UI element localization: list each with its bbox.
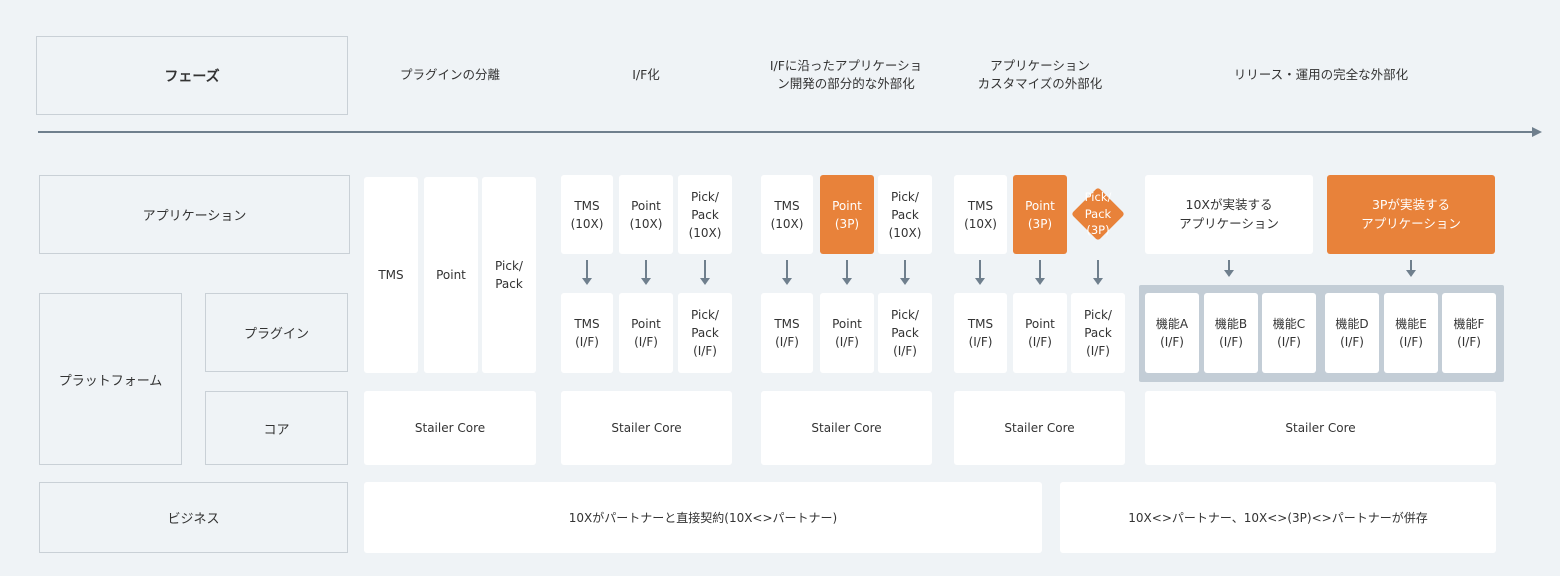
phase1-card-pickpack: Pick/ Pack xyxy=(482,177,536,373)
diamond-label: Pick/ Pack (3P) xyxy=(1084,189,1112,238)
phase5-plugin-e: 機能E (I/F) xyxy=(1384,293,1438,373)
phase3-app-tms: TMS (10X) xyxy=(761,175,813,254)
phase3-plugin-pickpack: Pick/ Pack (I/F) xyxy=(878,293,932,373)
row-label-platform: プラットフォーム xyxy=(39,293,182,465)
phase2-plugin-point: Point (I/F) xyxy=(619,293,673,373)
down-arrow-head xyxy=(1035,278,1045,285)
phase5-plugin-d: 機能D (I/F) xyxy=(1325,293,1379,373)
phase2-plugin-tms: TMS (I/F) xyxy=(561,293,613,373)
phase4-plugin-point: Point (I/F) xyxy=(1013,293,1067,373)
phase1-card-tms: TMS xyxy=(364,177,418,373)
phase-3-title: I/Fに沿ったアプリケーショ ン開発の部分的な外部化 xyxy=(769,57,923,91)
down-arrow-head xyxy=(1224,270,1234,277)
phase4-app-pickpack-3p: Pick/ Pack (3P) xyxy=(1071,186,1125,242)
phase-1-title: プラグインの分離 xyxy=(399,66,500,82)
down-arrow-head xyxy=(782,278,792,285)
phase5-plugin-c: 機能C (I/F) xyxy=(1262,293,1316,373)
phase3-plugin-point: Point (I/F) xyxy=(820,293,874,373)
phase2-plugin-pickpack: Pick/ Pack (I/F) xyxy=(678,293,732,373)
row-label-application: アプリケーション xyxy=(39,175,350,254)
phase5-app-3p: 3Pが実装する アプリケーション xyxy=(1327,175,1495,254)
phase5-plugin-f: 機能F (I/F) xyxy=(1442,293,1496,373)
phase-label: フェーズ xyxy=(36,36,348,115)
phase-4-title: アプリケーション カスタマイズの外部化 xyxy=(977,57,1103,91)
phase-2-title: I/F化 xyxy=(632,66,660,82)
phase4-plugin-pickpack: Pick/ Pack (I/F) xyxy=(1071,293,1125,373)
phase2-app-pickpack: Pick/ Pack (10X) xyxy=(678,175,732,254)
phase4-core: Stailer Core xyxy=(954,391,1125,465)
row-label-business: ビジネス xyxy=(39,482,348,553)
down-arrow-head xyxy=(842,278,852,285)
phase4-app-tms: TMS (10X) xyxy=(954,175,1007,254)
business-direct-contract: 10Xがパートナーと直接契約(10X<>パートナー) xyxy=(364,482,1042,553)
phase5-plugin-a: 機能A (I/F) xyxy=(1145,293,1199,373)
down-arrow-head xyxy=(582,278,592,285)
down-arrow-head xyxy=(700,278,710,285)
phase4-plugin-tms: TMS (I/F) xyxy=(954,293,1007,373)
phase1-card-point: Point xyxy=(424,177,478,373)
timeline-arrow-head xyxy=(1532,127,1542,137)
down-arrow-head xyxy=(975,278,985,285)
down-arrow-head xyxy=(900,278,910,285)
down-arrow-head xyxy=(1093,278,1103,285)
phase5-app-10x: 10Xが実装する アプリケーション xyxy=(1145,175,1313,254)
row-label-plugin: プラグイン xyxy=(205,293,348,372)
phase3-app-point-3p: Point (3P) xyxy=(820,175,874,254)
business-coexist: 10X<>パートナー、10X<>(3P)<>パートナーが併存 xyxy=(1060,482,1496,553)
phase3-plugin-tms: TMS (I/F) xyxy=(761,293,813,373)
phase-5-title: リリース・運用の完全な外部化 xyxy=(1233,66,1409,82)
phase5-core: Stailer Core xyxy=(1145,391,1496,465)
phase1-core: Stailer Core xyxy=(364,391,536,465)
phase2-core: Stailer Core xyxy=(561,391,732,465)
down-arrows xyxy=(582,260,1416,285)
phase2-app-tms: TMS (10X) xyxy=(561,175,613,254)
phase4-app-point-3p: Point (3P) xyxy=(1013,175,1067,254)
down-arrow-head xyxy=(641,278,651,285)
phase3-app-pickpack: Pick/ Pack (10X) xyxy=(878,175,932,254)
down-arrow-head xyxy=(1406,270,1416,277)
phase3-core: Stailer Core xyxy=(761,391,932,465)
phase2-app-point: Point (10X) xyxy=(619,175,673,254)
phase5-plugin-b: 機能B (I/F) xyxy=(1204,293,1258,373)
row-label-core: コア xyxy=(205,391,348,465)
